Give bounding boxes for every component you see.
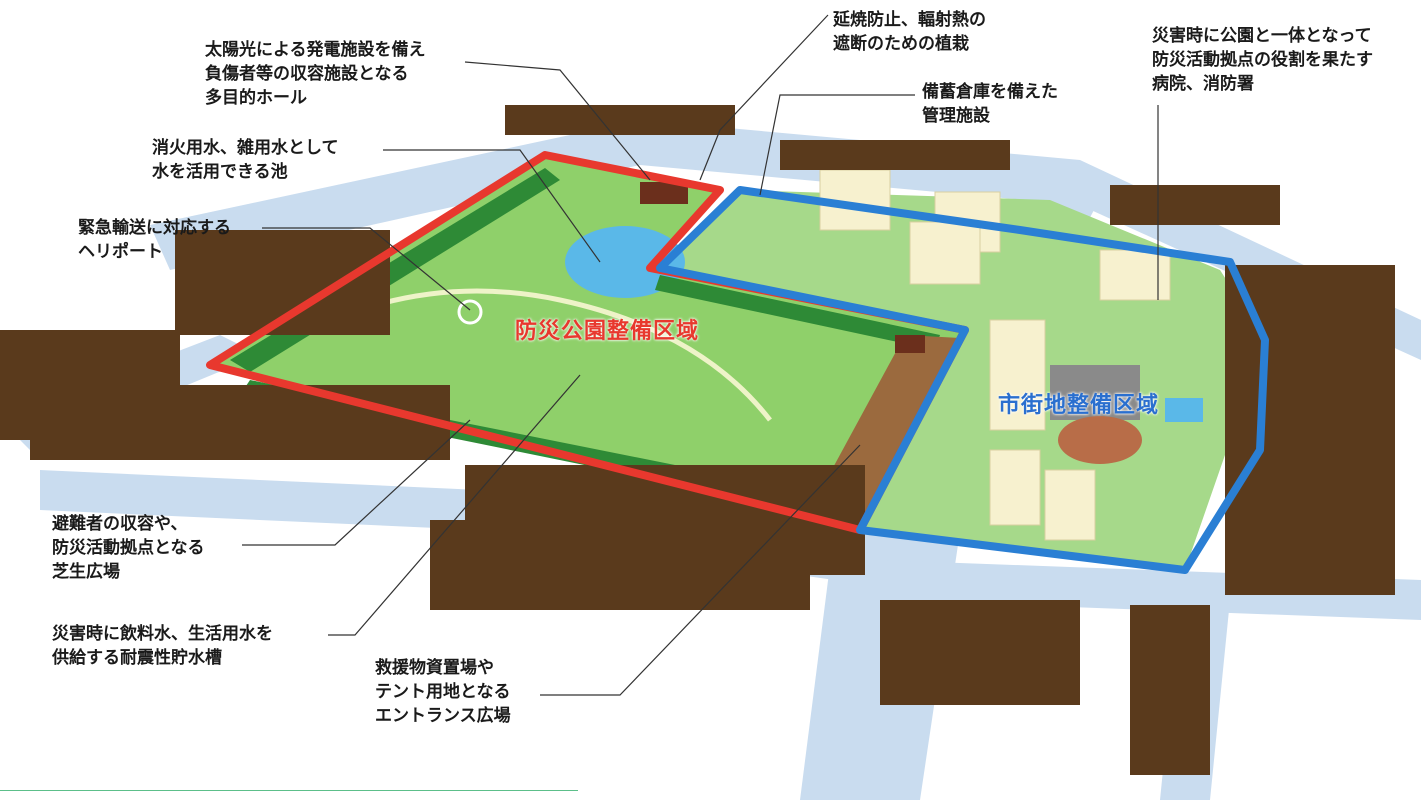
annotation-line: 多目的ホール	[205, 88, 307, 108]
annotation-lawn: 避難者の収容や、 防災活動拠点となる 芝生広場	[52, 512, 205, 584]
annotation-line: 水を活用できる池	[152, 162, 288, 182]
annotation-pond: 消火用水、雑用水として 水を活用できる池	[152, 136, 339, 184]
park-zone-label: 防災公園整備区域	[515, 319, 700, 344]
annotation-heliport: 緊急輸送に対応する ヘリポート	[78, 216, 231, 264]
annotation-line: 災害時に飲料水、生活用水を	[52, 624, 273, 644]
heliport-mark	[457, 299, 483, 325]
sports-field	[1058, 416, 1142, 464]
annotation-line: エントランス広場	[375, 706, 511, 726]
management-building	[895, 335, 925, 353]
annotation-line: 防災活動拠点となる	[52, 538, 205, 558]
annotation-line: 管理施設	[922, 106, 990, 126]
annotation-solar-hall: 太陽光による発電施設を備え 負傷者等の収容施設となる 多目的ホール	[205, 38, 426, 110]
annotation-line: 芝生広場	[52, 562, 120, 582]
annotation-line: 供給する耐震性貯水槽	[52, 648, 222, 668]
annotation-line: 緊急輸送に対応する	[78, 218, 231, 238]
annotation-planting: 延焼防止、輻射熱の 遮断のための植栽	[833, 8, 986, 56]
leader-lines	[242, 14, 1159, 696]
annotation-line: 避難者の収容や、	[52, 514, 188, 534]
annotation-line: 遮断のための植栽	[833, 34, 969, 54]
gymnasium	[1050, 365, 1140, 420]
annotation-line: 救援物資置場や	[375, 658, 494, 678]
annotation-storage: 備蓄倉庫を備えた 管理施設	[922, 80, 1058, 128]
annotation-line: 消火用水、雑用水として	[152, 138, 339, 158]
annotation-line: 災害時に公園と一体となって	[1152, 26, 1372, 46]
annotation-line: 太陽光による発電施設を備え	[205, 40, 426, 60]
houses	[0, 105, 1395, 775]
multipurpose-hall	[640, 182, 688, 204]
urban-boundary	[656, 186, 1269, 574]
annotation-water-tank: 災害時に飲料水、生活用水を 供給する耐震性貯水槽	[52, 622, 273, 670]
pond	[565, 226, 685, 298]
annotation-line: 防災活動拠点の役割を果たす	[1152, 50, 1373, 70]
annotation-line: 延焼防止、輻射熱の	[833, 10, 986, 30]
annotation-line: 負傷者等の収容施設となる	[205, 64, 409, 84]
annotation-hospital: 災害時に公園と一体となって 防災活動拠点の役割を果たす 病院、消防署	[1152, 24, 1373, 96]
annotation-line: 備蓄倉庫を備えた	[922, 82, 1058, 102]
annotation-line: テント用地となる	[375, 682, 511, 702]
annotation-entrance: 救援物資置場や テント用地となる エントランス広場	[375, 656, 511, 728]
annotation-line: 病院、消防署	[1152, 74, 1254, 94]
pool	[1165, 398, 1203, 422]
urban-zone-label: 市街地整備区域	[998, 393, 1160, 418]
annotation-line: ヘリポート	[78, 242, 163, 262]
urban-buildings	[819, 169, 1171, 541]
bottom-frame-line	[0, 790, 578, 801]
